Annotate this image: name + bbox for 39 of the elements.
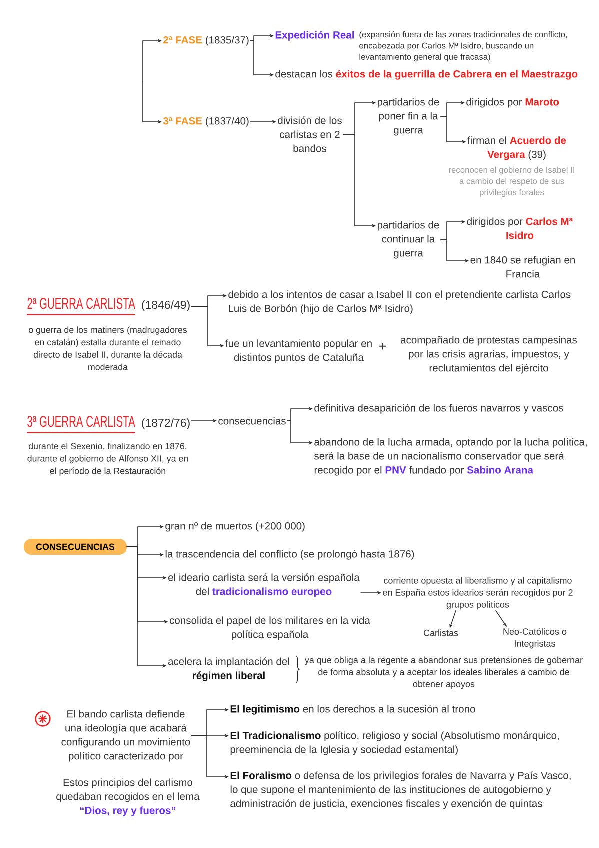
branch-text: dirigidos por Maroto [466,98,560,108]
branch-text: El legitimismo en los derechos a la sucesión al trono [230,705,476,715]
branch-text: corriente opuesta al liberalismo y al capitalismo en España estos idearios serán recogidos por 2 grupos políticos [383,577,573,610]
side-note: (expansión fuera de las zonas tradicionales de conflicto, encabezada por Carlos Mª Isidro, buscando un levantamiento general que fracasa) [360,31,568,62]
branch-text: división de los carlistas en 2 bandos [278,116,342,152]
branch-text: destacan los éxitos de la guerrilla de Cabrera en el Maestrazgo [276,70,578,80]
branch-text: El bando carlista defiende una ideología que acabará configurando un movimiento político caracterizado por [62,710,190,762]
branch-text: en 1840 se refugian en Francia [470,256,575,278]
branch-text: la trascendencia del conflicto (se prolongó hasta 1876) [166,550,414,560]
branch-text: dirigidos por Carlos Mª Isidro [467,218,574,240]
branch-text: gran nº de muertos (+200 000) [166,522,305,532]
side-note: o guerra de los matiners (madrugadores en catalán) estalla durante el reinado directo de Isabel II, durante la década moderada [28,326,188,370]
plus-sign: + [380,342,386,350]
branch-text: fue un levantamiento popular en distintos puntos de Cataluña [226,340,372,364]
branch-text: el ideario carlista será la versión española del tradicionalismo europeo [168,574,360,598]
branch-text: firman el Acuerdo de Vergara (39) [468,136,566,160]
branch-text: consecuencias [218,417,286,425]
branch-text: debido a los intentos de casar a Isabel II con el pretendiente carlista Carlos Luis de Borbón (hijo de Carlos Mª Isidro) [228,290,571,314]
side-note: durante el Sexenio, finalizando en 1876, durante el gobierno de Alfonso XII, ya en el período de la Restauración [28,442,188,476]
note-text: acompañado de protestas campesinas por las crisis agrarias, impuestos, y reclutamientos del ejército [400,336,578,374]
branch-text: consolida el papel de los militares en la vida política española [170,616,370,640]
branch-text: abandono de la lucha armada, optando por la lucha política, será la base de un nacionalismo conservador que será recogido por el PNV fundado por Sabino Arana [314,438,587,476]
branch-text: El Tradicionalismo político, religioso y social (Absolutismo monárquico, preeminencia de la Iglesia y sociedad estamental) [230,732,559,756]
section-heading: 3ª GUERRA CARLISTA (1872/76) [27,416,190,434]
side-note: reconocen el gobierno de Isabel II a cambio del respeto de sus privilegios forales [449,166,574,198]
branch-text: Carlistas [424,630,458,636]
branch-text: 2ª FASE (1835/37) [164,36,249,46]
note-text: Estos principios del carlismo quedaban recogidos en el lema “Dios, rey y fueros” [56,778,200,816]
branch-text: partidarios de continuar la guerra [378,221,440,259]
branch-text: Expedición Real [276,31,354,41]
branch-text: partidarios de poner fin a la guerra [378,98,440,136]
branch-text: El Foralismo o defensa de los privilegios forales de Navarra y País Vasco, lo que supone el mantenimiento de las instituciones de autogobierno y administración de justicia, exenciones fiscales y exención de quintas [230,772,571,810]
note-text: ya que obliga a la regente a abandonar sus pretensiones de gobernar de forma absoluta y a aceptar los ideales liberales a cambio de obtener apoyos [304,656,583,690]
branch-text: definitiva desaparición de los fueros navarros y vascos [314,404,564,414]
branch-text: Neo-Católicos o Integristas [504,628,567,649]
topic-pill: CONSECUENCIAS [24,539,127,555]
branch-text: 3ª FASE (1837/40) [163,117,249,127]
section-heading: 2ª GUERRA CARLISTA (1846/49) [27,298,190,316]
branch-text: acelera la implantación del régimen liberal [168,658,290,682]
